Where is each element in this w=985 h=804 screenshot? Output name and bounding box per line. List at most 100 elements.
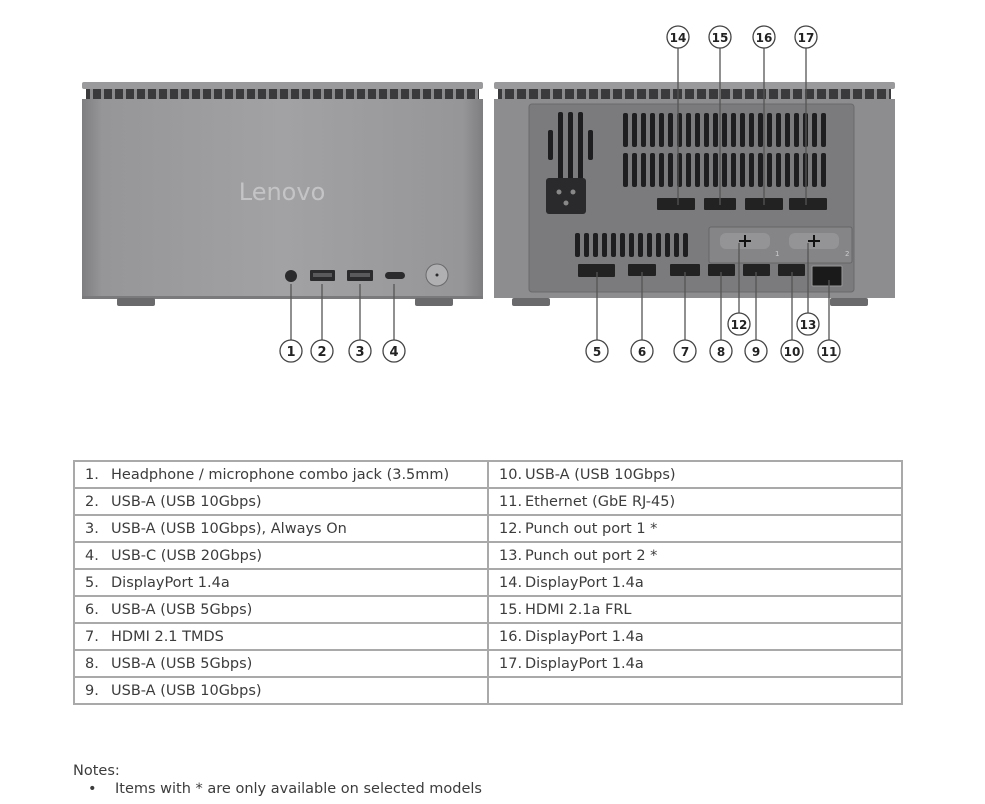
table-cell: 12.Punch out port 1 * bbox=[487, 514, 903, 543]
port-label: USB-A (USB 10Gbps) bbox=[525, 466, 676, 483]
usb-a-9 bbox=[743, 264, 770, 276]
punch-out-label: 1 bbox=[775, 250, 779, 258]
port-label: USB-A (USB 5Gbps) bbox=[111, 601, 253, 618]
callout-3 bbox=[348, 339, 372, 363]
port-label: Ethernet (GbE RJ-45) bbox=[525, 493, 676, 510]
port-number: 17. bbox=[499, 655, 523, 672]
port-number: 11. bbox=[499, 493, 523, 510]
displayport-14 bbox=[657, 198, 695, 210]
port-label: USB-C (USB 20Gbps) bbox=[111, 547, 263, 564]
callout-1 bbox=[279, 339, 303, 363]
callout-label: 4 bbox=[389, 345, 398, 360]
table-cell: 5. DisplayPort 1.4a bbox=[73, 568, 489, 597]
bullet: • bbox=[88, 781, 97, 797]
audio-jack-port bbox=[285, 270, 297, 282]
port-label: USB-A (USB 10Gbps) bbox=[111, 493, 262, 510]
lenovo-logo: Lenovo bbox=[239, 178, 326, 206]
table-cell: 2. USB-A (USB 10Gbps) bbox=[73, 487, 489, 516]
front-body bbox=[82, 99, 483, 298]
port-label: Punch out port 1 * bbox=[525, 520, 658, 537]
table-row: 7. HDMI 2.1 TMDS 16.DisplayPort 1.4a bbox=[73, 622, 903, 651]
front-view-illustration: 1 2 3 4 Lenovo bbox=[82, 82, 483, 363]
callout-label: 16 bbox=[756, 31, 773, 45]
table-row: 3. USB-A (USB 10Gbps), Always On 12.Punch … bbox=[73, 514, 903, 543]
port-label: USB-A (USB 5Gbps) bbox=[111, 655, 253, 672]
table-cell bbox=[487, 676, 903, 705]
callout-label: 12 bbox=[731, 318, 748, 332]
callout-label: 7 bbox=[681, 345, 689, 359]
port-number: 15. bbox=[499, 601, 523, 618]
table-cell: 4. USB-C (USB 20Gbps) bbox=[73, 541, 489, 570]
table-cell: 7. HDMI 2.1 TMDS bbox=[73, 622, 489, 651]
usb-c-port bbox=[385, 272, 405, 279]
port-number: 6. bbox=[85, 601, 99, 618]
port-label: HDMI 2.1a FRL bbox=[525, 601, 632, 618]
power-inlet bbox=[546, 178, 586, 214]
callout-label: 13 bbox=[800, 318, 817, 332]
usb-a-10 bbox=[778, 264, 805, 276]
table-cell: 15.HDMI 2.1a FRL bbox=[487, 595, 903, 624]
table-row: 6. USB-A (USB 5Gbps) 15.HDMI 2.1a FRL bbox=[73, 595, 903, 624]
port-label: DisplayPort 1.4a bbox=[525, 574, 644, 591]
callout-label: 1 bbox=[286, 345, 295, 360]
table-cell: 3. USB-A (USB 10Gbps), Always On bbox=[73, 514, 489, 543]
port-number: 4. bbox=[85, 547, 99, 564]
callout-label: 9 bbox=[752, 345, 760, 359]
port-number: 8. bbox=[85, 655, 99, 672]
port-number: 14. bbox=[499, 574, 523, 591]
port-number: 3. bbox=[85, 520, 99, 537]
port-number: 5. bbox=[85, 574, 99, 591]
ports-table: 1. Headphone / microphone combo jack (3.5… bbox=[73, 460, 903, 705]
port-number: 10. bbox=[499, 466, 523, 483]
callout-4 bbox=[382, 339, 406, 363]
callout-label: 14 bbox=[670, 31, 687, 45]
usb-a-8 bbox=[708, 264, 735, 276]
port-label: Headphone / microphone combo jack (3.5mm… bbox=[111, 466, 450, 483]
port-number: 7. bbox=[85, 628, 99, 645]
port-label: USB-A (USB 10Gbps) bbox=[111, 682, 262, 699]
usb-a-6 bbox=[628, 264, 656, 276]
port-number: 2. bbox=[85, 493, 99, 510]
table-cell: 8. USB-A (USB 5Gbps) bbox=[73, 649, 489, 678]
table-row: 2. USB-A (USB 10Gbps) 11.Ethernet (GbE RJ-… bbox=[73, 487, 903, 516]
port-label: USB-A (USB 10Gbps), Always On bbox=[111, 520, 347, 537]
hdmi-7 bbox=[670, 264, 700, 276]
callout-label: 8 bbox=[717, 345, 725, 359]
table-cell: 6. USB-A (USB 5Gbps) bbox=[73, 595, 489, 624]
punch-out-label: 2 bbox=[845, 250, 849, 258]
callout-label: 5 bbox=[593, 345, 601, 359]
table-row: 9. USB-A (USB 10Gbps) bbox=[73, 676, 903, 705]
table-cell: 17.DisplayPort 1.4a bbox=[487, 649, 903, 678]
displayport-5 bbox=[578, 264, 615, 277]
table-row: 4. USB-C (USB 20Gbps) 13.Punch out port 2 … bbox=[73, 541, 903, 570]
table-row: 1. Headphone / microphone combo jack (3.5… bbox=[73, 460, 903, 489]
port-label: DisplayPort 1.4a bbox=[111, 574, 230, 591]
callout-label: 2 bbox=[317, 345, 326, 360]
port-label: HDMI 2.1 TMDS bbox=[111, 628, 224, 645]
port-label: DisplayPort 1.4a bbox=[525, 628, 644, 645]
port-number: 13. bbox=[499, 547, 523, 564]
table-cell: 10.USB-A (USB 10Gbps) bbox=[487, 460, 903, 489]
callout-label: 17 bbox=[798, 31, 815, 45]
port-number: 9. bbox=[85, 682, 99, 699]
top-vent bbox=[86, 89, 479, 99]
table-cell: 13.Punch out port 2 * bbox=[487, 541, 903, 570]
top-lid bbox=[82, 82, 483, 89]
callout-label: 10 bbox=[784, 345, 801, 359]
table-cell: 14.DisplayPort 1.4a bbox=[487, 568, 903, 597]
displayport-17 bbox=[789, 198, 827, 210]
port-number: 16. bbox=[499, 628, 523, 645]
table-cell: 11.Ethernet (GbE RJ-45) bbox=[487, 487, 903, 516]
port-number: 1. bbox=[85, 466, 99, 483]
rear-view-illustration: 1 2 14 15 16 17 5 6 7 8 9 10 11 bbox=[494, 25, 895, 363]
foot bbox=[117, 298, 155, 306]
table-cell: 9. USB-A (USB 10Gbps) bbox=[73, 676, 489, 705]
ethernet-11 bbox=[811, 265, 843, 287]
notes-item: •Items with * are only available on sele… bbox=[88, 781, 482, 797]
callout-label: 6 bbox=[638, 345, 646, 359]
table-cell: 1. Headphone / microphone combo jack (3.5… bbox=[73, 460, 489, 489]
callout-label: 11 bbox=[821, 345, 838, 359]
notes-title: Notes: bbox=[73, 763, 120, 779]
table-cell: 16.DisplayPort 1.4a bbox=[487, 622, 903, 651]
